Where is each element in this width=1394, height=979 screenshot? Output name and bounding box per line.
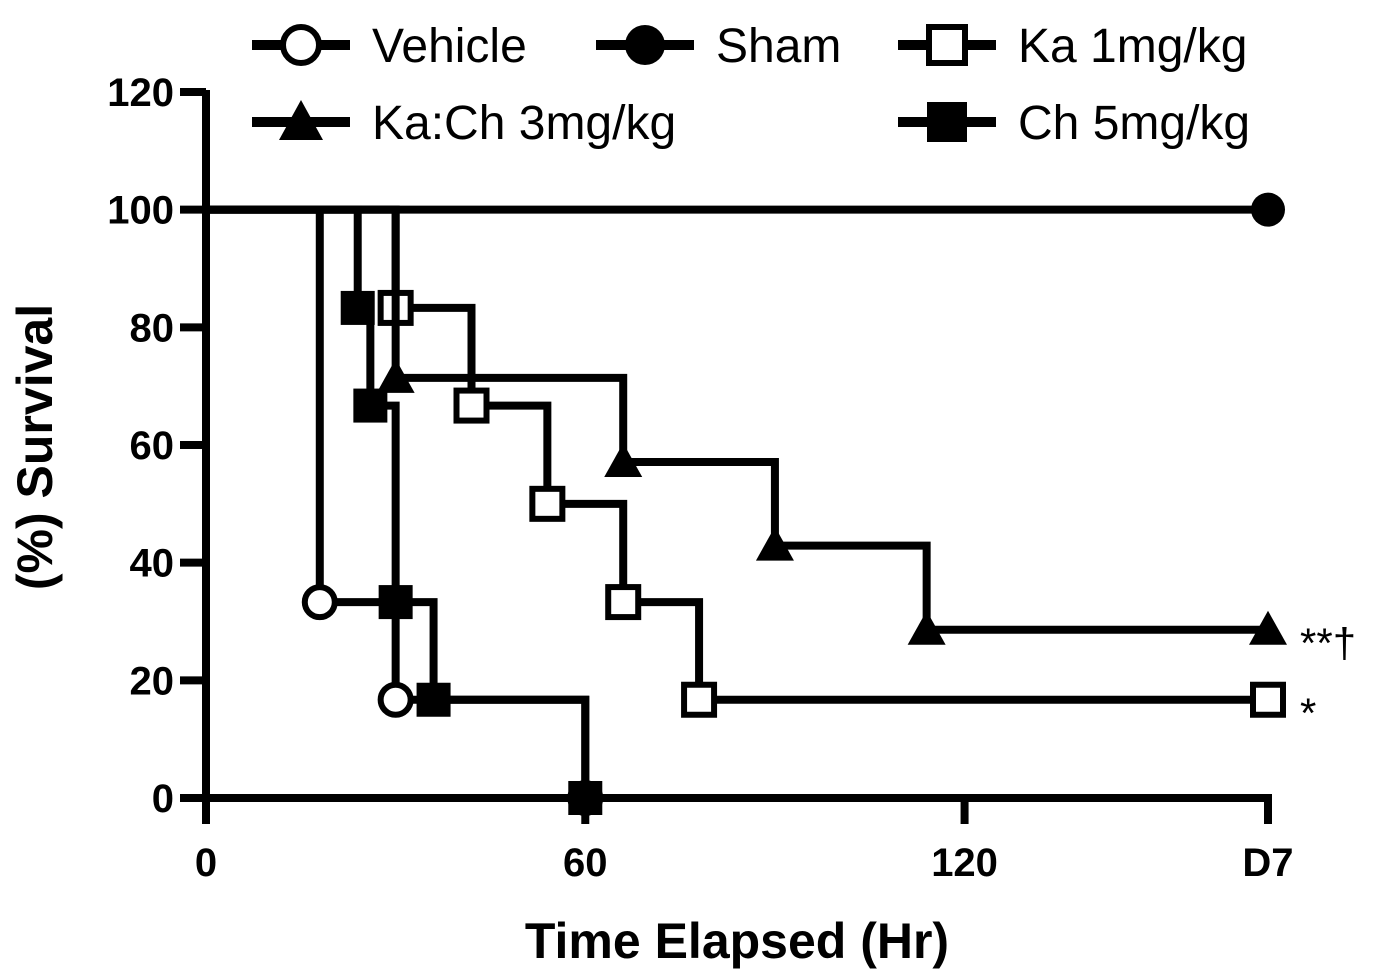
y-tick-label: 20 [130, 659, 175, 703]
legend-item: Ka:Ch 3mg/kg [252, 97, 676, 150]
data-point [604, 443, 643, 478]
legend-label: Sham [716, 20, 841, 73]
y-tick-label: 40 [130, 542, 175, 586]
data-point [681, 681, 718, 718]
x-tick-label: 60 [563, 841, 608, 885]
data-point [568, 781, 603, 815]
data-point [340, 290, 375, 325]
legend-item: Ka 1mg/kg [898, 20, 1247, 73]
y-tick-label: 100 [107, 189, 174, 233]
legend-marker [926, 24, 968, 66]
x-axis-title: Time Elapsed (Hr) [525, 913, 949, 969]
series-layer: * **† [206, 192, 1356, 816]
legend-label: Ch 5mg/kg [1018, 97, 1250, 150]
legend-marker [927, 102, 967, 142]
x-tick-label: 0 [195, 841, 217, 885]
y-tick-label: 0 [152, 777, 174, 821]
data-point [377, 681, 414, 718]
legend-label: Vehicle [372, 20, 527, 73]
legend-item: Ch 5mg/kg [898, 97, 1250, 150]
y-tick-label: 120 [107, 71, 174, 115]
y-tick-label: 80 [130, 306, 175, 350]
data-point [1250, 681, 1286, 718]
data-point [1249, 610, 1287, 645]
data-point [301, 584, 338, 621]
legend-marker [625, 25, 665, 65]
legend-label: Ka:Ch 3mg/kg [372, 97, 676, 150]
data-point [353, 388, 388, 423]
x-tick-label: D7 [1242, 841, 1293, 885]
data-point [529, 485, 566, 522]
legend-marker [279, 100, 323, 140]
legend-marker [280, 24, 322, 66]
x-tick-label: 120 [931, 841, 998, 885]
data-point [605, 584, 642, 621]
series-line [206, 205, 1268, 634]
significance-annotation: **† [1300, 620, 1356, 667]
series-ch-5mg-kg [206, 205, 1268, 815]
data-point [378, 585, 413, 620]
data-point [755, 526, 794, 561]
y-tick-label: 60 [130, 424, 175, 468]
legend-label: Ka 1mg/kg [1018, 20, 1247, 73]
significance-annotation: * [1300, 690, 1316, 737]
data-point [907, 610, 946, 645]
series-ka-1mg-kg: * [206, 205, 1316, 737]
data-point [1251, 192, 1285, 227]
y-axis-title: (%) Survival [7, 304, 63, 590]
data-point [453, 387, 490, 424]
legend-item: Vehicle [252, 20, 527, 73]
legend-item: Sham [596, 20, 841, 73]
data-point [416, 682, 451, 717]
data-point [376, 358, 415, 393]
series-ka-ch-3mg-kg: **† [206, 205, 1356, 667]
